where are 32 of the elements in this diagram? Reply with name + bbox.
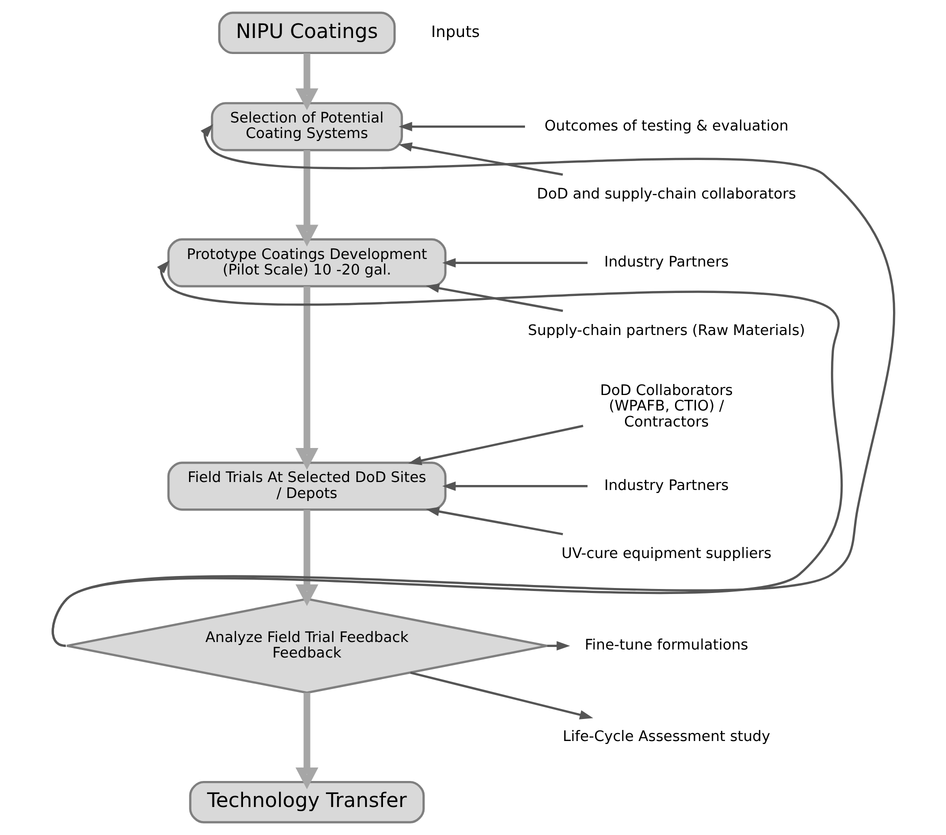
arrow bbox=[398, 122, 524, 132]
arrow bbox=[295, 692, 318, 790]
node-text: DoD Collaborators (WPAFB, CTIO) / Contractors bbox=[600, 383, 732, 430]
node-text: Outcomes of testing & evaluation bbox=[544, 118, 788, 134]
node-text: Supply-chain partners (Raw Materials) bbox=[527, 322, 805, 339]
arrow bbox=[442, 258, 588, 268]
node-box: Technology Transfer bbox=[188, 780, 424, 824]
label: Inputs bbox=[430, 22, 480, 41]
arrow bbox=[398, 142, 562, 176]
node-box: NIPU Coatings bbox=[218, 12, 396, 54]
node-diamond: Analyze Field Trial Feedback Feedback bbox=[65, 598, 548, 694]
arrow bbox=[410, 672, 593, 720]
arrow bbox=[295, 53, 318, 110]
arrow bbox=[425, 506, 563, 536]
arrow bbox=[51, 124, 894, 647]
arrow bbox=[425, 284, 563, 312]
arrow bbox=[295, 286, 318, 470]
arrow bbox=[408, 424, 583, 466]
arrow bbox=[295, 510, 318, 606]
arrow bbox=[295, 150, 318, 246]
node-text: DoD and supply-chain collaborators bbox=[536, 186, 796, 203]
node-box: Selection of Potential Coating Systems bbox=[210, 102, 402, 152]
node-text: UV-cure equipment suppliers bbox=[560, 546, 771, 562]
node-text: Fine-tune formulations bbox=[584, 638, 748, 654]
node-text: Industry Partners bbox=[604, 254, 728, 271]
arrow bbox=[442, 481, 588, 491]
node-text: Life-Cycle Assessment study bbox=[562, 729, 770, 746]
arrow bbox=[52, 260, 842, 647]
arrow bbox=[546, 641, 570, 651]
node-text: Industry Partners bbox=[604, 478, 728, 494]
node-box: Prototype Coatings Development (Pilot Scale) 10 -20 gal. bbox=[166, 238, 446, 288]
node-box: Field Trials At Selected DoD Sites / Depots bbox=[166, 462, 446, 511]
